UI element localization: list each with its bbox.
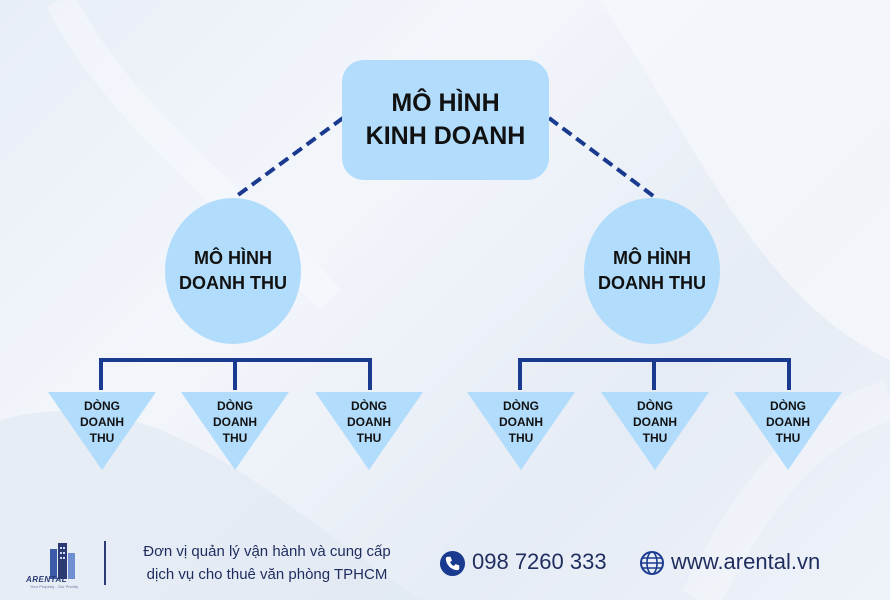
leaf-line-3: THU bbox=[89, 431, 115, 445]
leaf-line-1: DÒNG bbox=[770, 399, 806, 413]
leaf-line-2: DOANH bbox=[80, 415, 124, 429]
dashed-connector-right bbox=[547, 116, 658, 200]
tagline-line-1: Đơn vị quản lý vận hành và cung cấp bbox=[143, 543, 391, 560]
branch-left-line-1: MÔ HÌNH bbox=[194, 248, 272, 268]
dashed-connector-left bbox=[232, 116, 345, 200]
leaf-line-3: THU bbox=[508, 431, 534, 445]
tagline-line-2: dịch vụ cho thuê văn phòng TPHCM bbox=[146, 566, 388, 583]
root-line-2: KINH DOANH bbox=[365, 122, 526, 150]
leaf-line-3: THU bbox=[222, 431, 248, 445]
phone-icon bbox=[439, 550, 466, 577]
company-tagline: Đơn vị quản lý vận hành và cung cấp dịch… bbox=[112, 540, 422, 586]
leaf-node: DÒNG DOANH THU bbox=[601, 392, 709, 470]
root-line-1: MÔ HÌNH bbox=[391, 89, 500, 117]
leaf-node: DÒNG DOANH THU bbox=[48, 392, 156, 470]
phone-number[interactable]: 098 7260 333 bbox=[472, 549, 607, 574]
leaf-line-2: DOANH bbox=[766, 415, 810, 429]
logo-tagline: Your Property - Our Priority bbox=[30, 584, 79, 589]
leaf-line-2: DOANH bbox=[499, 415, 543, 429]
branch-right-line-2: DOANH THU bbox=[598, 273, 706, 293]
branch-left-line-2: DOANH THU bbox=[179, 273, 287, 293]
branch-right-line-1: MÔ HÌNH bbox=[613, 248, 691, 268]
root-node: MÔ HÌNH KINH DOANH bbox=[342, 60, 549, 180]
logo-wordmark: ARENTAL bbox=[26, 575, 68, 584]
leaf-line-3: THU bbox=[642, 431, 668, 445]
branch-node-right: MÔ HÌNH DOANH THU bbox=[584, 198, 720, 344]
leaf-node: DÒNG DOANH THU bbox=[734, 392, 842, 470]
leaf-line-1: DÒNG bbox=[217, 399, 253, 413]
globe-icon bbox=[640, 551, 664, 575]
leaf-node: DÒNG DOANH THU bbox=[181, 392, 289, 470]
arental-logo-icon bbox=[50, 543, 75, 579]
leaf-node: DÒNG DOANH THU bbox=[467, 392, 575, 470]
branch-node-left: MÔ HÌNH DOANH THU bbox=[165, 198, 301, 344]
footer-divider bbox=[104, 541, 106, 585]
leaf-line-2: DOANH bbox=[213, 415, 257, 429]
leaf-line-1: DÒNG bbox=[637, 399, 673, 413]
leaf-line-1: DÒNG bbox=[351, 399, 387, 413]
leaf-line-1: DÒNG bbox=[84, 399, 120, 413]
leaf-line-3: THU bbox=[356, 431, 382, 445]
leaf-line-2: DOANH bbox=[633, 415, 677, 429]
footer: ARENTAL Your Property - Our Priority Đơn… bbox=[0, 535, 890, 595]
website-link[interactable]: www.arental.vn bbox=[671, 549, 821, 574]
leaf-node: DÒNG DOANH THU bbox=[315, 392, 423, 470]
leaf-line-3: THU bbox=[775, 431, 801, 445]
leaf-line-2: DOANH bbox=[347, 415, 391, 429]
leaf-line-1: DÒNG bbox=[503, 399, 539, 413]
